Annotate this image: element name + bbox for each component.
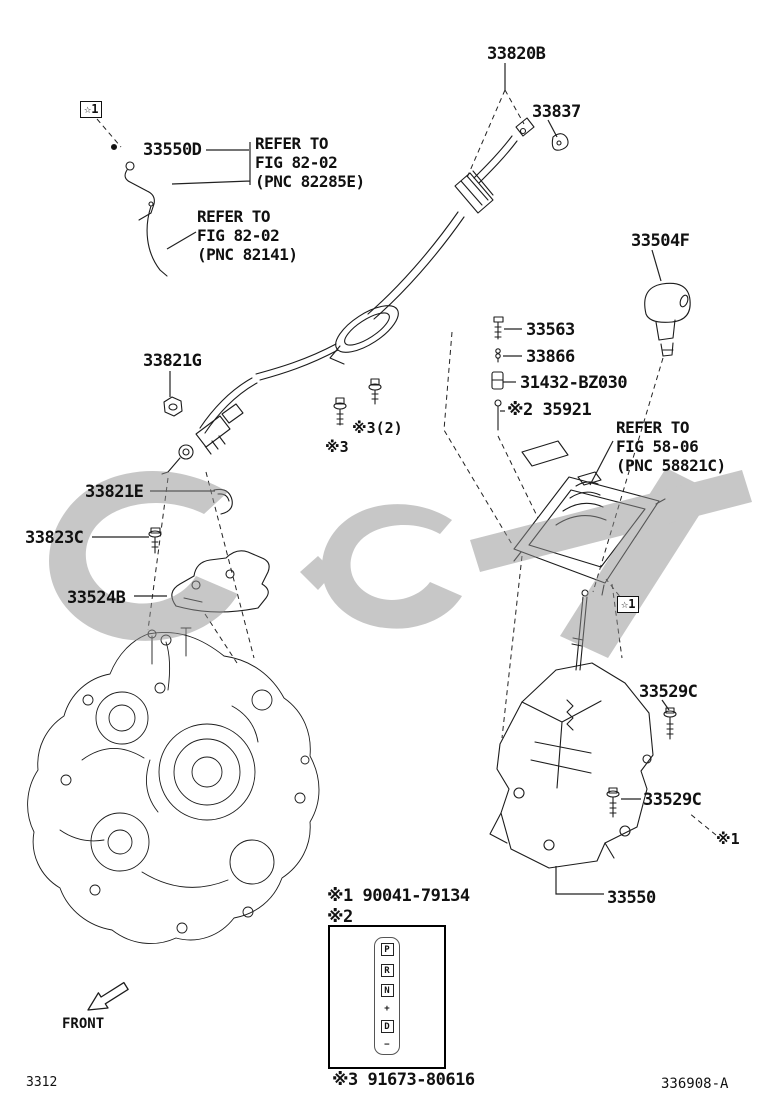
bolt-33823C-drawing	[148, 527, 162, 554]
star1-marker-mid: ☆1	[617, 596, 640, 613]
refer-line: (PNC 82141)	[197, 245, 298, 264]
clip-33837-drawing	[551, 133, 569, 151]
shift-cable-drawing	[161, 117, 535, 475]
part-label-33529C-upper: 33529C	[639, 682, 698, 702]
refer-line: FIG 58-06	[616, 437, 699, 456]
refer-line: (PNC 58821C)	[616, 456, 726, 475]
bolt-33529C-upper-drawing	[663, 707, 677, 740]
gate-position-neutral: N	[380, 984, 394, 998]
front-arrow	[87, 981, 129, 1011]
front-direction-label: FRONT	[62, 1016, 105, 1032]
note3-qty-marker: ※3(2)	[352, 419, 403, 437]
gate-position-drive: D	[380, 1020, 394, 1034]
gate-position-reverse: R	[380, 963, 394, 977]
part-label-33823C: 33823C	[25, 528, 84, 548]
watermark	[49, 468, 752, 658]
part-label-33563: 33563	[526, 320, 575, 340]
grommet-33821G-drawing	[163, 396, 183, 417]
refer-line: FIG 82-02	[255, 153, 338, 172]
lever-33550D-drawing	[110, 143, 155, 221]
note1-marker: ※1	[327, 886, 353, 906]
bolt-33529C-lower-drawing	[606, 787, 620, 818]
refer-line: (PNC 82285E)	[255, 172, 365, 191]
legend-note2: ※2	[327, 907, 353, 927]
note2-marker: ※2	[507, 400, 533, 420]
legend-part-number: 90041-79134	[362, 886, 471, 906]
note3-marker: ※3	[332, 1070, 358, 1090]
gate-plus-sign: +	[384, 1003, 390, 1014]
shift-pattern-box: P R N + D −	[328, 925, 446, 1069]
legend-note3: ※3 91673-80616	[332, 1070, 475, 1090]
note1-marker: ※1	[716, 830, 740, 848]
refer-note-58821C: REFER TO FIG 58-06 (PNC 58821C)	[616, 418, 726, 475]
part-label-35921: ※2 35921	[507, 400, 592, 420]
legend-note1: ※1 90041-79134	[327, 886, 470, 906]
gate-position-park: P	[380, 943, 394, 956]
small-parts-column-drawing	[491, 316, 504, 431]
part-label-33820B: 33820B	[487, 44, 546, 64]
part-label-33550: 33550	[607, 888, 656, 908]
part-label-33504F: 33504F	[631, 231, 690, 251]
part-label-33837: 33837	[532, 102, 581, 122]
refer-line: REFER TO	[255, 134, 329, 153]
refer-note-82285E: REFER TO FIG 82-02 (PNC 82285E)	[255, 134, 365, 191]
part-label-33529C-lower: 33529C	[643, 790, 702, 810]
figure-code: 3312	[26, 1075, 58, 1090]
knob-33504F-drawing	[644, 282, 691, 357]
refer-line: FIG 82-02	[197, 226, 280, 245]
star1-marker-top: ☆1	[80, 101, 103, 118]
refer-line: REFER TO	[616, 418, 690, 437]
gate-minus-sign: −	[384, 1039, 390, 1050]
part-label-33821G: 33821G	[143, 351, 202, 371]
cable-82141-drawing	[146, 201, 168, 277]
part-label-33821E: 33821E	[85, 482, 144, 502]
legend-part-number: 91673-80616	[367, 1070, 476, 1090]
part-label-33524B: 33524B	[67, 588, 126, 608]
part-label-33550D: 33550D	[143, 140, 202, 160]
bolt-washer-note3-drawing	[333, 378, 382, 426]
part-number: 35921	[542, 400, 592, 420]
note3-marker: ※3	[325, 438, 349, 456]
refer-note-82141: REFER TO FIG 82-02 (PNC 82141)	[197, 207, 298, 264]
transaxle-drawing	[27, 627, 320, 944]
drawing-number: 336908-A	[661, 1076, 729, 1092]
refer-line: REFER TO	[197, 207, 271, 226]
part-label-31432-BZ030: 31432-BZ030	[520, 373, 628, 393]
part-drawings	[27, 117, 691, 1011]
shift-gate-indicator: P R N + D −	[374, 937, 400, 1055]
part-label-33866: 33866	[526, 347, 575, 367]
